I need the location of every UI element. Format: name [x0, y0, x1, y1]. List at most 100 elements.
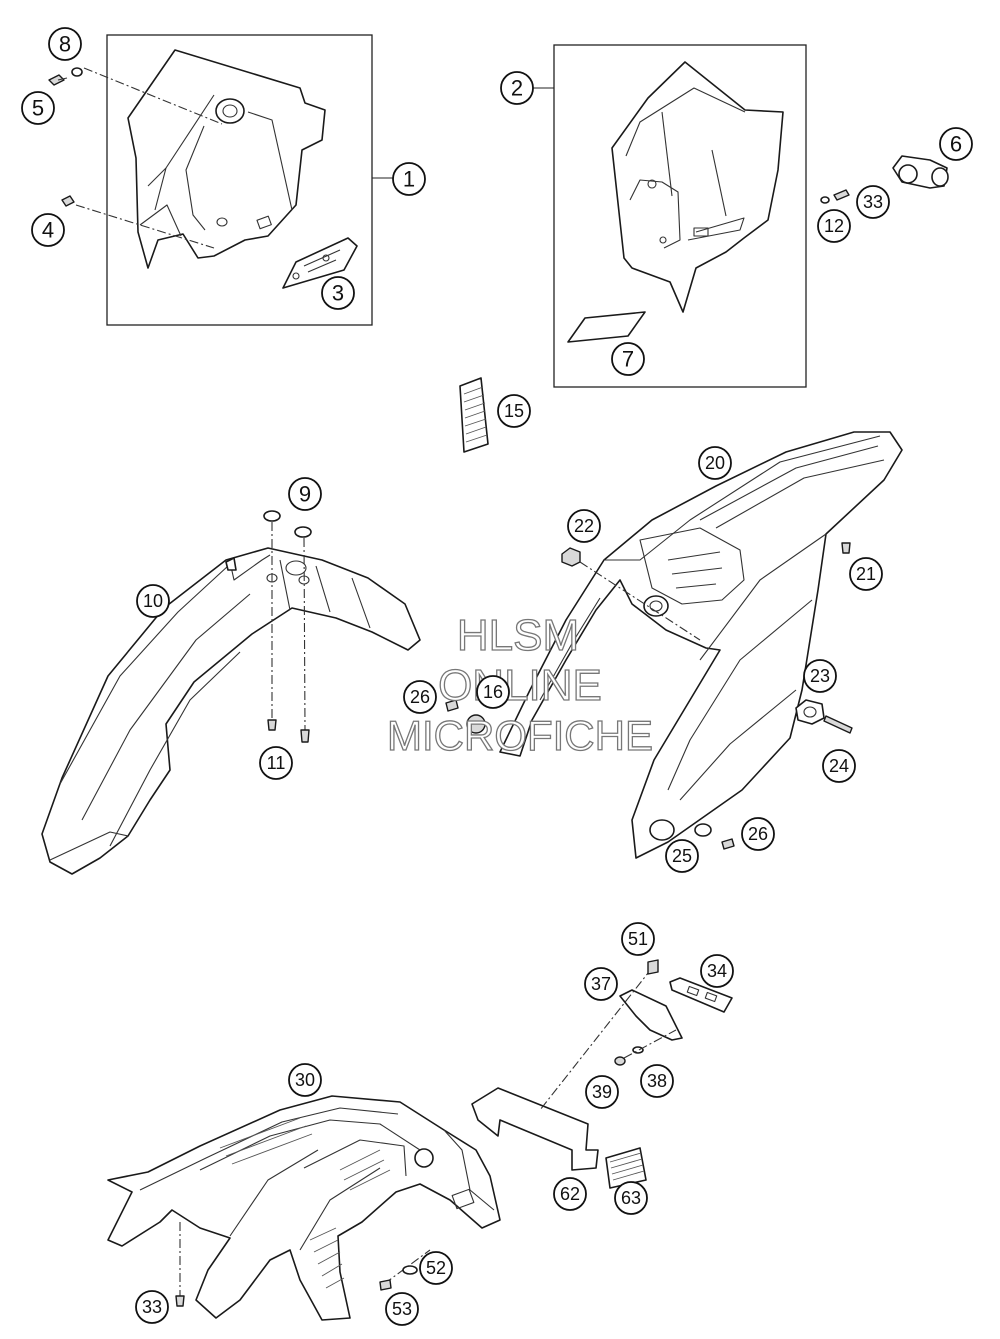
callout-12: 12: [817, 209, 851, 243]
watermark-line-3: MICROFICHE: [387, 712, 653, 759]
callout-37: 37: [584, 967, 618, 1001]
assembly-line-22: [579, 561, 701, 641]
callout-34-label: 34: [707, 961, 727, 981]
assembly-line-4: [75, 204, 215, 249]
callout-16: 16: [476, 675, 510, 709]
callout-63: 63: [614, 1181, 648, 1215]
callout-15-label: 15: [504, 401, 524, 421]
plate-bracket-part-62: [471, 1087, 599, 1171]
callout-4-label: 4: [42, 218, 54, 243]
callout-20: 20: [698, 446, 732, 480]
assembly-line-51: [539, 967, 653, 1111]
callout-37-label: 37: [591, 974, 611, 994]
callout-62-label: 62: [560, 1184, 580, 1204]
assembly-line-52: [383, 1249, 431, 1285]
plate-holder-part-37: [619, 989, 683, 1041]
callout-2-label: 2: [511, 76, 523, 101]
callout-33-top-label: 33: [863, 192, 883, 212]
washer-8: [71, 67, 83, 77]
callout-34: 34: [700, 954, 734, 988]
washer-25: [694, 823, 712, 837]
callout-9-label: 9: [299, 482, 311, 507]
washer-9-right: [294, 526, 312, 538]
callout-15: 15: [497, 394, 531, 428]
headlight-mask-part: [127, 49, 326, 269]
callout-26-upper: 26: [403, 680, 437, 714]
callout-16-label: 16: [483, 682, 503, 702]
screw-26-upper: [445, 699, 459, 712]
screw-53: [379, 1279, 392, 1291]
callout-10-label: 10: [143, 591, 163, 611]
callout-62: 62: [553, 1177, 587, 1211]
callout-2: 2: [500, 71, 534, 105]
callout-23: 23: [803, 659, 837, 693]
clip-16: [466, 714, 486, 734]
washer-9-left: [263, 510, 281, 522]
callout-30-label: 30: [295, 1070, 315, 1090]
callout-6-label: 6: [950, 132, 962, 157]
callout-10: 10: [136, 584, 170, 618]
callout-25-label: 25: [672, 846, 692, 866]
assembly-line-9-right: [303, 537, 306, 731]
rubber-grommet-23: [795, 699, 825, 725]
screw-11-left: [267, 719, 277, 731]
callout-5: 5: [21, 91, 55, 125]
rear-subframe-part-30: [107, 1095, 501, 1321]
watermark-line-1: HLSM: [457, 611, 579, 660]
callout-26-lower-label: 26: [748, 824, 768, 844]
watermark-line-2: ONLINE: [438, 661, 602, 710]
callout-6: 6: [939, 127, 973, 161]
callout-33-lower: 33: [135, 1290, 169, 1324]
callout-53-label: 53: [392, 1299, 412, 1319]
callout-9: 9: [288, 477, 322, 511]
screw-4: [61, 195, 75, 207]
screw-24: [823, 715, 853, 734]
assembly-line-38: [623, 1029, 677, 1059]
callout-25: 25: [665, 839, 699, 873]
screw-33-lower: [175, 1295, 185, 1307]
screw-26-lower: [721, 838, 735, 850]
headlight-bracket-part-6: [892, 155, 949, 189]
screw-33-top: [833, 189, 850, 201]
callout-51: 51: [621, 922, 655, 956]
nut-22: [561, 547, 581, 567]
screw-51: [647, 959, 659, 975]
callout-12-label: 12: [824, 216, 844, 236]
callout-11-label: 11: [267, 753, 286, 773]
assembly-box-1: [106, 34, 373, 326]
callout-8-label: 8: [59, 32, 71, 57]
callout-8: 8: [48, 27, 82, 61]
callout-24-label: 24: [829, 756, 849, 776]
callout-4: 4: [31, 213, 65, 247]
callout-3: 3: [321, 276, 355, 310]
callout-52: 52: [419, 1251, 453, 1285]
rear-fender-part-20: [499, 431, 903, 859]
watermark: HLSM ONLINE MICROFICHE: [386, 610, 653, 759]
assembly-box-2: [553, 44, 807, 388]
callout-3-label: 3: [332, 281, 344, 306]
callout-5-label: 5: [32, 96, 44, 121]
callout-22-label: 22: [574, 516, 594, 536]
callout-23-label: 23: [810, 666, 830, 686]
screw-21: [841, 542, 851, 554]
assembly-line-8: [83, 67, 223, 125]
callout-38: 38: [640, 1064, 674, 1098]
callout-30: 30: [288, 1063, 322, 1097]
screw-11-right: [300, 729, 310, 743]
callout-7-label: 7: [622, 347, 634, 372]
callout-1-label: 1: [403, 167, 415, 192]
callout-52-label: 52: [426, 1258, 446, 1278]
sticker-part-7: [567, 311, 646, 343]
callout-51-label: 51: [628, 929, 648, 949]
callout-20-label: 20: [705, 453, 725, 473]
callout-1: 1: [392, 162, 426, 196]
light-part-34: [669, 977, 733, 1013]
callout-33-lower-label: 33: [142, 1297, 162, 1317]
screw-5: [48, 74, 68, 86]
reflector-part-3: [282, 237, 358, 289]
callout-26-upper-label: 26: [410, 687, 430, 707]
callout-33-top: 33: [856, 185, 890, 219]
air-filter-screen-15: [459, 377, 489, 453]
callout-7: 7: [611, 342, 645, 376]
